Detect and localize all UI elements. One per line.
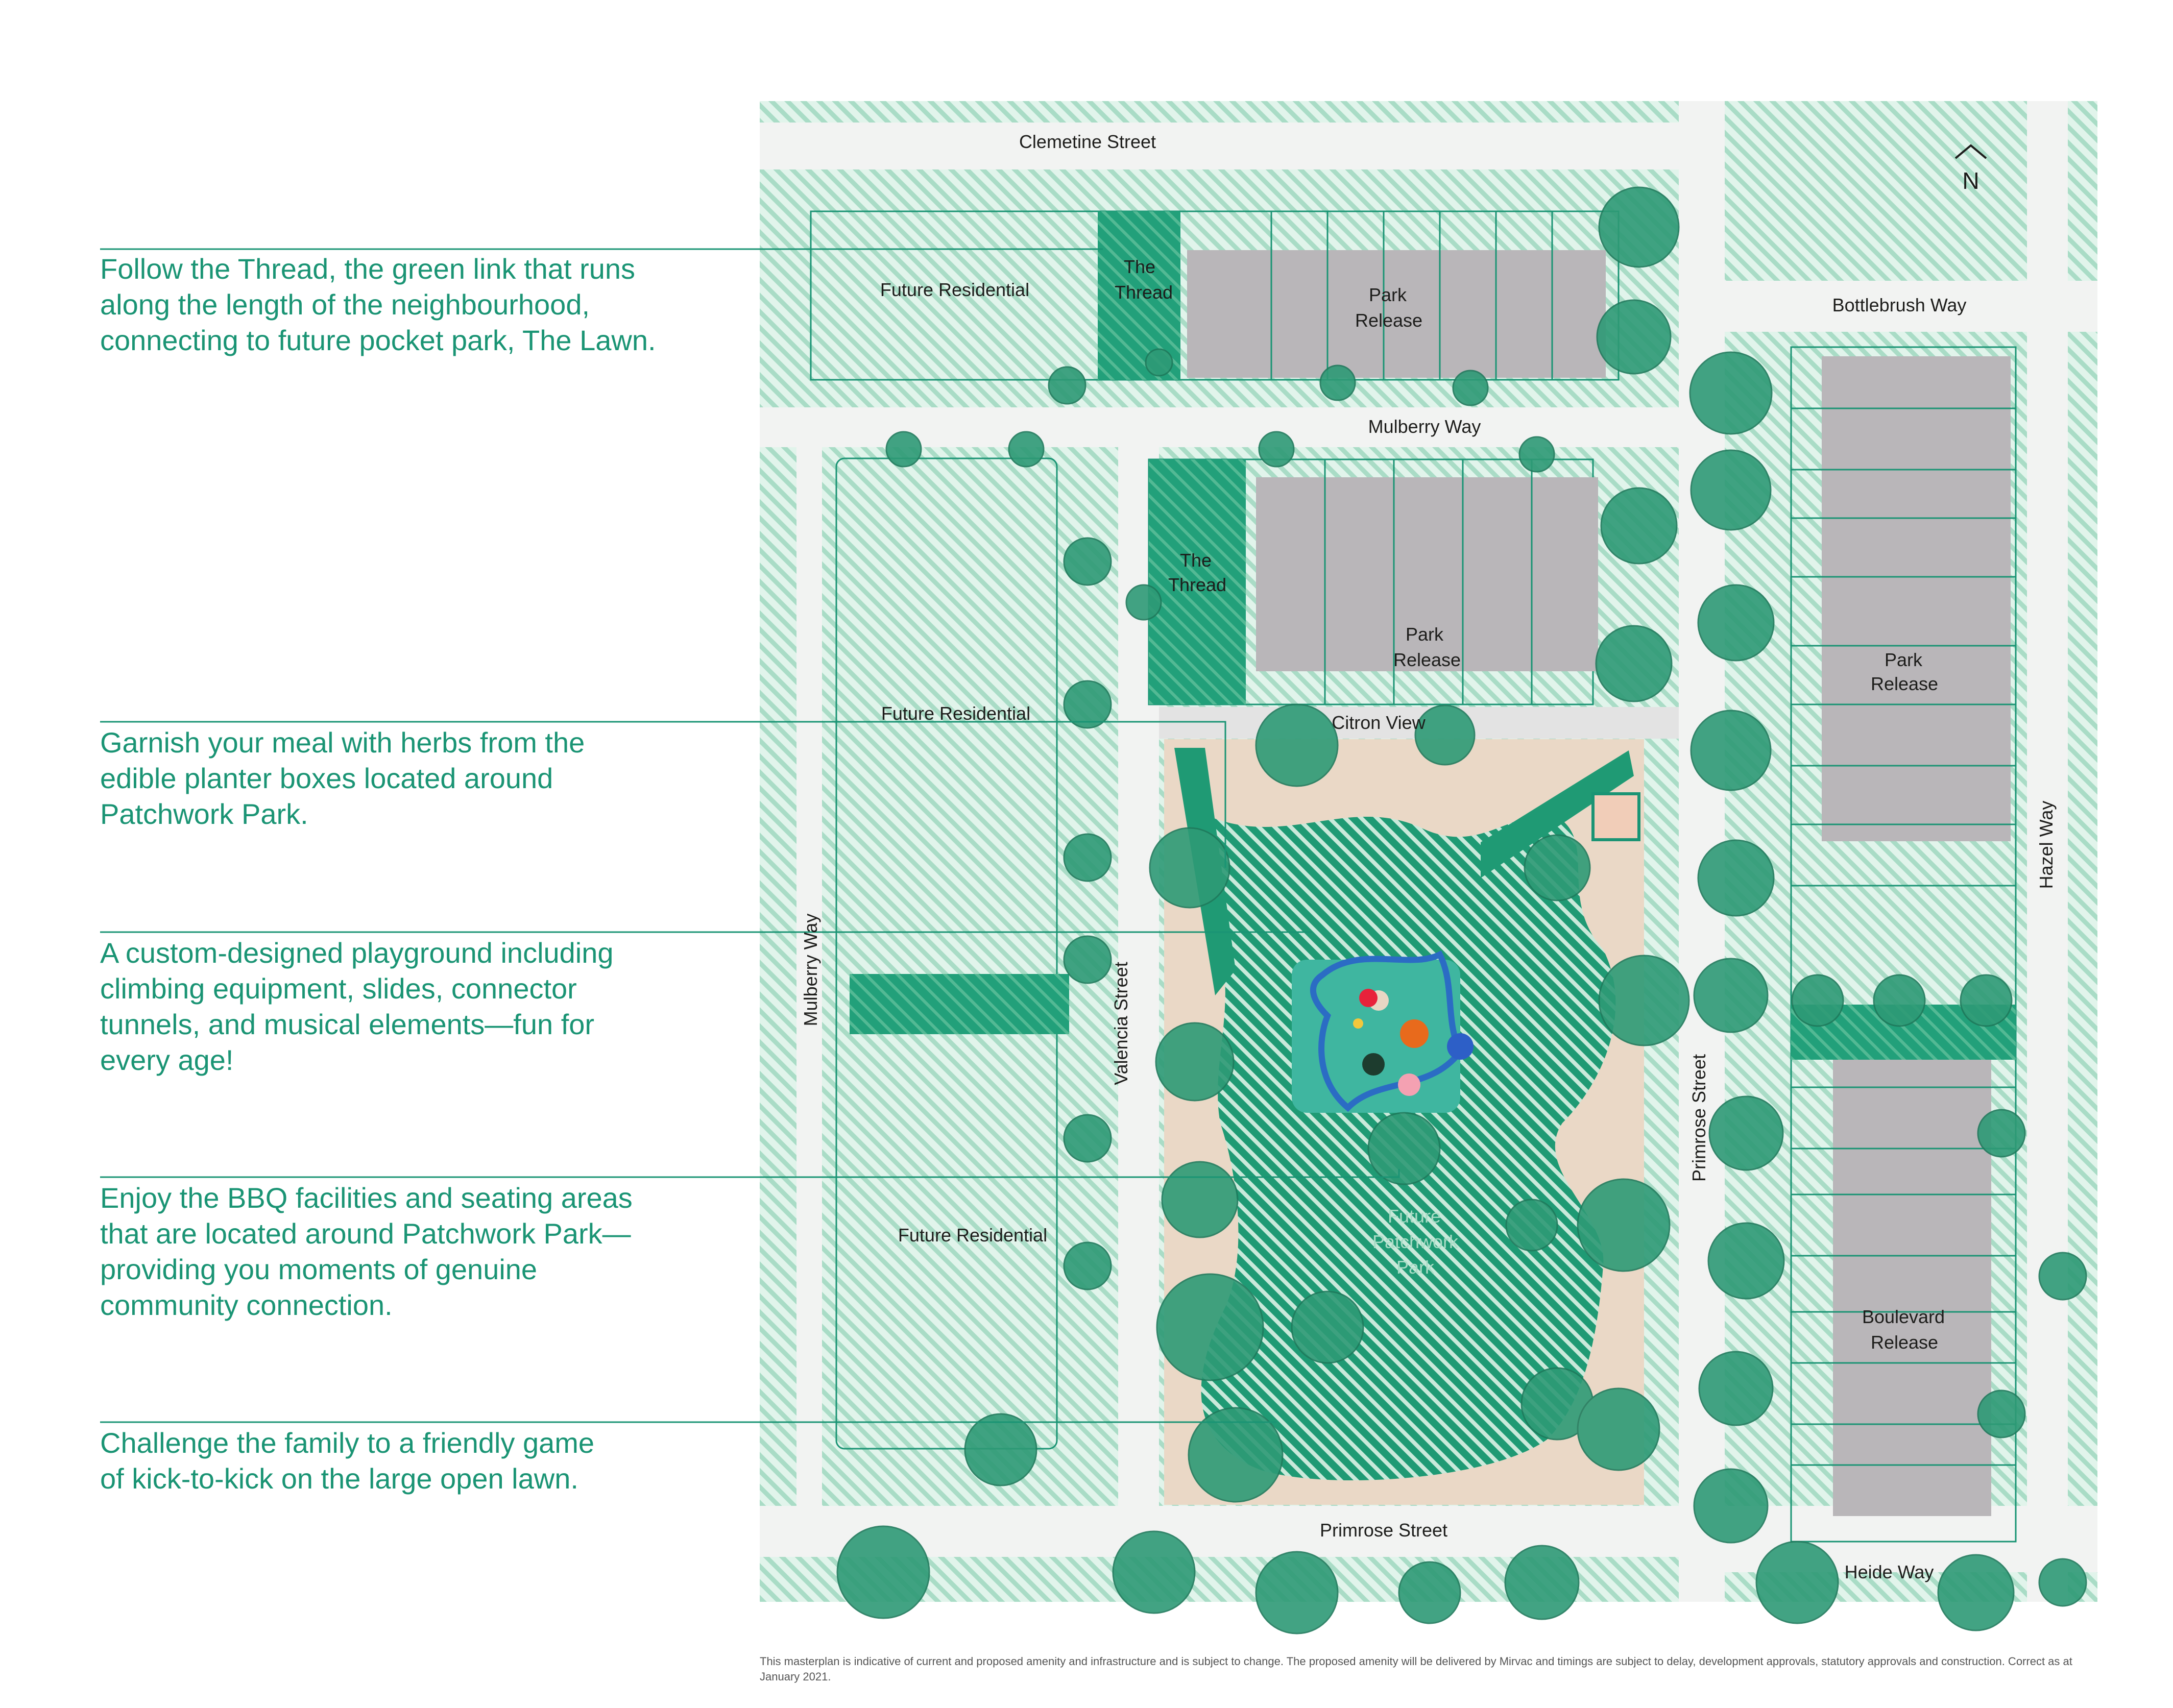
callout-playground: A custom-designed playground including c… <box>100 935 738 1078</box>
lot-labels: Future Residential The Thread Park Relea… <box>880 256 1945 1353</box>
label-boulevard-2: Release <box>1871 1332 1938 1353</box>
callout-line: providing you moments of genuine <box>100 1253 538 1285</box>
label-future-park-2: Patchwork <box>1372 1231 1459 1252</box>
callout-line: connecting to future pocket park, The La… <box>100 324 656 356</box>
thread-strip-mid <box>1149 459 1246 704</box>
callout-line: A custom-designed playground including <box>100 937 614 969</box>
label-future-residential-left-lower: Future Residential <box>898 1225 1047 1246</box>
disclaimer: This masterplan is indicative of current… <box>760 1655 2072 1683</box>
callout-line: tunnels, and musical elements—fun for <box>100 1008 595 1040</box>
callout-line: Garnish your meal with herbs from the <box>100 726 585 759</box>
street-citron: Citron View <box>1332 712 1426 733</box>
label-park-release-top-2: Release <box>1355 310 1422 331</box>
buildings-mid <box>1256 477 1598 671</box>
lot-outline-top <box>810 210 1620 381</box>
street-labels: Clemetine Street Bottlebrush Way Mulberr… <box>800 131 2057 1582</box>
street-hazel: Hazel Way <box>2036 801 2057 889</box>
label-future-residential-top: Future Residential <box>880 279 1029 300</box>
callout-line: along the length of the neighbourhood, <box>100 288 590 321</box>
park-paths <box>1174 748 1634 995</box>
roads <box>760 101 2097 1602</box>
label-thread-mid-1: The <box>1180 550 1212 571</box>
label-park-release-top-1: Park <box>1369 284 1407 305</box>
callout-lawn: Challenge the family to a friendly game … <box>100 1425 738 1497</box>
callout-line: that are located around Patchwork Park— <box>100 1217 631 1250</box>
buildings-top <box>1187 250 1606 378</box>
lot-outline-left <box>835 457 1058 1450</box>
street-mulberry-top: Mulberry Way <box>1368 416 1481 437</box>
label-park-release-mid-1: Park <box>1406 624 1444 645</box>
callout-line: Patchwork Park. <box>100 798 308 830</box>
label-thread-top-2: Thread <box>1115 282 1173 303</box>
playground <box>1292 950 1474 1113</box>
label-thread-top-1: The <box>1124 256 1155 277</box>
callout-line: Follow the Thread, the green link that r… <box>100 253 636 285</box>
street-primrose-vertical: Primrose Street <box>1688 1054 1709 1182</box>
label-future-residential-left-upper: Future Residential <box>881 703 1030 724</box>
label-park-release-mid-2: Release <box>1393 649 1461 670</box>
lot-outline-right <box>1790 346 2017 1543</box>
callout-bbq: Enjoy the BBQ facilities and seating are… <box>100 1180 738 1323</box>
callout-line: of kick-to-kick on the large open lawn. <box>100 1462 578 1495</box>
label-future-park-3: Park <box>1396 1257 1435 1278</box>
lot-dividers-mid <box>1324 459 1533 704</box>
lot-dividers-right <box>1791 407 2016 1466</box>
street-valencia: Valencia Street <box>1110 962 1131 1085</box>
callout-planter-boxes: Garnish your meal with herbs from the ed… <box>100 725 738 832</box>
street-heide: Heide Way <box>1845 1561 1934 1582</box>
callout-line: climbing equipment, slides, connector <box>100 972 577 1005</box>
park-feature-box <box>1591 792 1640 841</box>
north-arrow-icon: N <box>1954 144 1987 194</box>
callout-line: community connection. <box>100 1289 393 1321</box>
callout-line: every age! <box>100 1044 234 1076</box>
lot-dividers-top <box>1270 211 1553 380</box>
buildings-right <box>1822 356 2011 1516</box>
label-future-park-1: Future <box>1388 1206 1441 1227</box>
label-park-release-right-2: Release <box>1871 673 1938 694</box>
street-mulberry-left: Mulberry Way <box>800 914 821 1027</box>
callout-leaders <box>100 248 1400 1423</box>
street-bottlebrush: Bottlebrush Way <box>1832 295 1967 315</box>
north-label: N <box>1962 167 1979 194</box>
callout-line: Challenge the family to a friendly game <box>100 1427 595 1459</box>
thread-strip-left <box>850 974 1069 1034</box>
callout-thread: Follow the Thread, the green link that r… <box>100 251 738 358</box>
callout-line: edible planter boxes located around <box>100 762 553 794</box>
label-boulevard-1: Boulevard <box>1862 1306 1945 1327</box>
callout-line: Enjoy the BBQ facilities and seating are… <box>100 1182 633 1214</box>
label-thread-mid-2: Thread <box>1168 574 1226 595</box>
street-primrose-bottom: Primrose Street <box>1320 1520 1447 1541</box>
label-park-release-right-1: Park <box>1885 649 1923 670</box>
street-clemetine: Clemetine Street <box>1019 131 1156 152</box>
trees <box>836 186 2087 1634</box>
